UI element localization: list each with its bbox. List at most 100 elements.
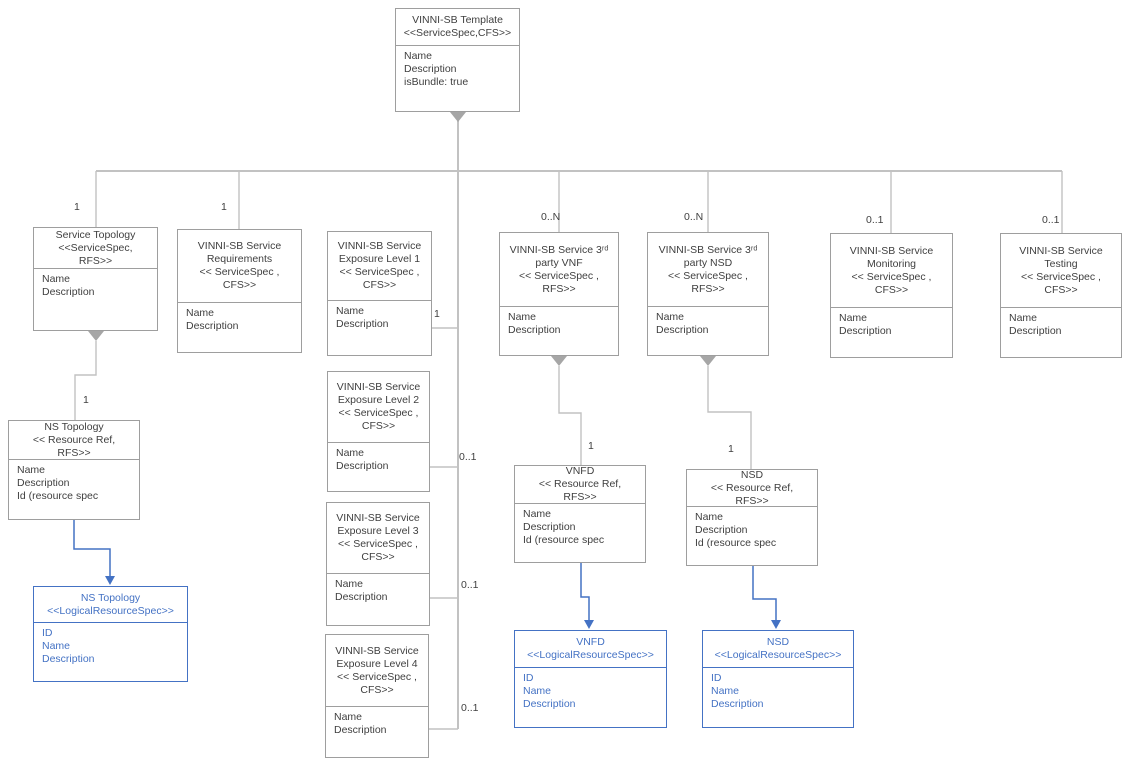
class-attribute: Name	[335, 578, 364, 590]
multiplicity-label-third-party-nsd-mult: 0..N	[684, 211, 704, 223]
connector-vnfd-spec	[580, 563, 590, 621]
class-attribute: Description	[336, 318, 389, 330]
connector-service-topology-ns-topology	[74, 341, 97, 420]
class-attribute: Name	[42, 273, 71, 285]
class-attribute: Description	[656, 324, 709, 336]
multiplicity-label-exposure-level-3-mult: 0..1	[461, 579, 479, 591]
class-title-line: RFS>>	[563, 491, 597, 503]
class-attribute: Name	[17, 464, 46, 476]
multiplicity-label-vnfd-mult: 1	[588, 440, 594, 452]
class-title-nsd-spec: NSD<<LogicalResourceSpec>>	[703, 631, 853, 668]
class-attribute: Name	[711, 685, 740, 697]
arrowhead-icon	[771, 620, 781, 629]
class-title-line: NSD	[766, 636, 790, 648]
class-title-line: << ServiceSpec ,	[199, 266, 280, 278]
class-title-line: Exposure Level 2	[337, 394, 420, 406]
class-title-line: VINNI-SB Service	[336, 381, 421, 393]
class-title-line: << ServiceSpec ,	[337, 670, 417, 683]
class-title-ns-topology-ref: NS Topology<< Resource Ref,RFS>>	[9, 421, 139, 460]
multiplicity-label-exposure-level-4-mult: 0..1	[461, 702, 479, 714]
multiplicity-label-service-testing-mult: 0..1	[1042, 214, 1060, 226]
class-title-line: RFS>>	[78, 254, 113, 267]
class-attribute: Description	[523, 698, 576, 710]
multiplicity-label-service-topology-mult: 1	[74, 201, 80, 213]
class-title-line: CFS>>	[874, 283, 909, 296]
class-title-line: << Resource Ref,	[710, 481, 794, 494]
class-title-line: <<LogicalResourceSpec>>	[47, 604, 174, 617]
class-title-line: << ServiceSpec ,	[668, 269, 748, 282]
class-title-line: << ServiceSpec ,	[519, 269, 599, 282]
class-title-line: << ServiceSpec ,	[338, 538, 418, 550]
class-attribute: Name	[42, 640, 71, 652]
connector-vnf-vnfd	[558, 366, 582, 465]
multiplicity-label-service-requirements-mult: 1	[221, 201, 227, 213]
class-attribute: Description	[17, 477, 70, 489]
class-attribute: Name	[508, 311, 537, 323]
class-attribute: Description	[404, 63, 457, 75]
class-attribute: Description	[1009, 325, 1062, 337]
class-title-line: VINNI-SB Service	[197, 240, 282, 252]
class-title-line: NS Topology	[44, 421, 104, 433]
class-attribute: Name	[186, 307, 215, 319]
class-title-ns-topology-spec: NS Topology<<LogicalResourceSpec>>	[34, 587, 187, 623]
class-attribute: Description	[695, 524, 748, 536]
class-title-line: CFS>>	[361, 420, 396, 432]
connector-nsd-spec	[752, 566, 777, 621]
class-title-line: VNFD	[576, 636, 605, 648]
class-attribute: Name	[336, 305, 365, 317]
class-attribute: Id (resource spec	[17, 490, 99, 502]
class-title-vinni-sb-template: VINNI-SB Template<<ServiceSpec,CFS>>	[396, 9, 519, 46]
class-attribute: Name	[1009, 312, 1038, 324]
class-title-line: Testing	[1044, 257, 1078, 270]
class-title-line: RFS>>	[57, 446, 91, 459]
class-attribute: ID	[711, 672, 722, 684]
class-title-line: VINNI-SB Service	[336, 512, 420, 524]
class-title-line: VINNI-SB Service	[335, 644, 419, 657]
class-attribute: Name	[839, 312, 868, 324]
class-title-line: Exposure Level 1	[338, 253, 421, 265]
class-title-line: << ServiceSpec ,	[851, 270, 932, 283]
class-title-line: Monitoring	[866, 257, 917, 270]
class-attribute: Description	[523, 521, 576, 533]
class-title-vnfd-spec: VNFD<<LogicalResourceSpec>>	[515, 631, 666, 668]
class-title-line: RFS>>	[735, 494, 769, 507]
multiplicity-label-exposure-level-2-mult: 0..1	[459, 451, 477, 463]
class-title-line: RFS>>	[691, 282, 725, 295]
class-attribute: Description	[186, 320, 239, 332]
class-attribute: Name	[656, 311, 685, 323]
class-title-line: RFS>>	[542, 282, 576, 295]
multiplicity-label-exposure-level-1-mult: 1	[434, 308, 440, 320]
class-attribute: Name	[523, 508, 552, 520]
multiplicity-label-service-monitoring-mult: 0..1	[866, 214, 884, 226]
class-attribute: Name	[336, 447, 365, 459]
class-attribute: Description	[336, 460, 389, 472]
multiplicity-label-nsd-mult: 1	[728, 443, 734, 455]
